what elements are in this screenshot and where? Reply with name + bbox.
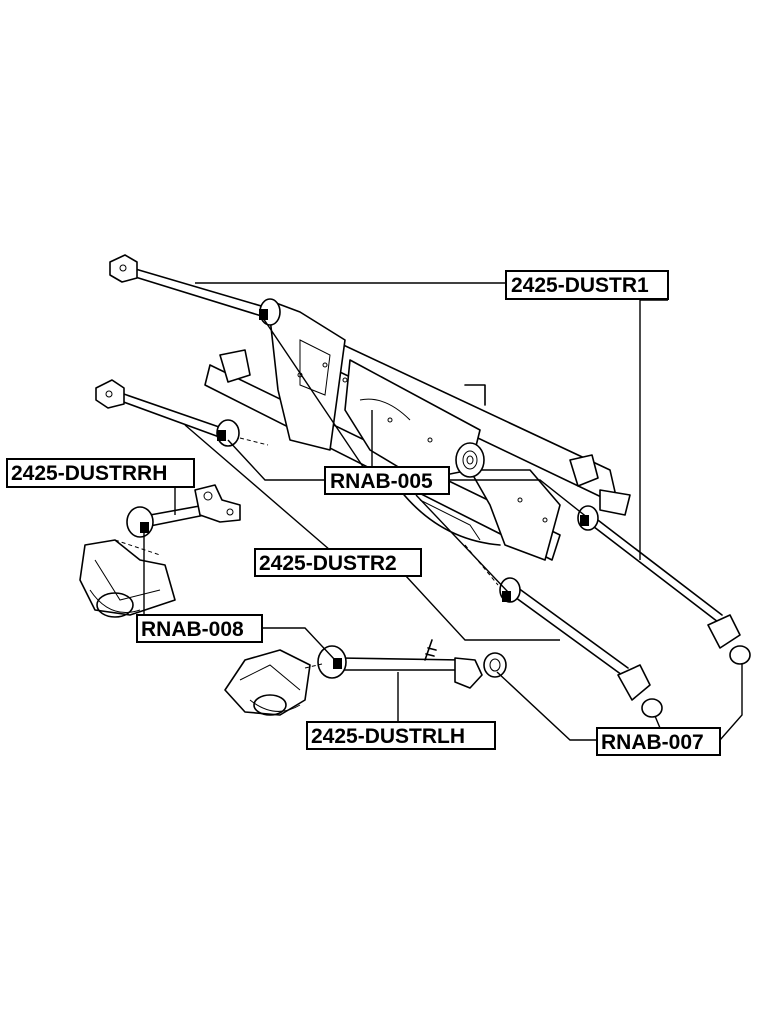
callout-dustr2: 2425-DUSTR2 bbox=[254, 548, 422, 577]
label-dustr1: 2425-DUSTR1 bbox=[511, 274, 649, 297]
label-dustrrh: 2425-DUSTRRH bbox=[11, 462, 167, 485]
rear-subframe bbox=[204, 299, 631, 561]
lower-long-control-arm bbox=[95, 379, 663, 718]
callout-dustr1: 2425-DUSTR1 bbox=[505, 270, 669, 300]
callout-rnab007: RNAB-007 bbox=[596, 727, 721, 756]
callout-rnab005: RNAB-005 bbox=[324, 466, 450, 495]
left-knuckle-arm bbox=[224, 639, 507, 716]
label-rnab008: RNAB-008 bbox=[141, 618, 244, 641]
callout-dustrrh: 2425-DUSTRRH bbox=[6, 458, 195, 488]
callout-rnab008: RNAB-008 bbox=[136, 614, 263, 643]
label-dustrlh: 2425-DUSTRLH bbox=[311, 725, 465, 748]
callout-dustrlh: 2425-DUSTRLH bbox=[306, 721, 496, 750]
label-rnab005: RNAB-005 bbox=[330, 470, 433, 493]
label-rnab007: RNAB-007 bbox=[601, 731, 704, 754]
right-knuckle-arm bbox=[79, 484, 241, 618]
label-dustr2: 2425-DUSTR2 bbox=[259, 552, 397, 575]
upper-long-control-arm bbox=[109, 254, 751, 665]
